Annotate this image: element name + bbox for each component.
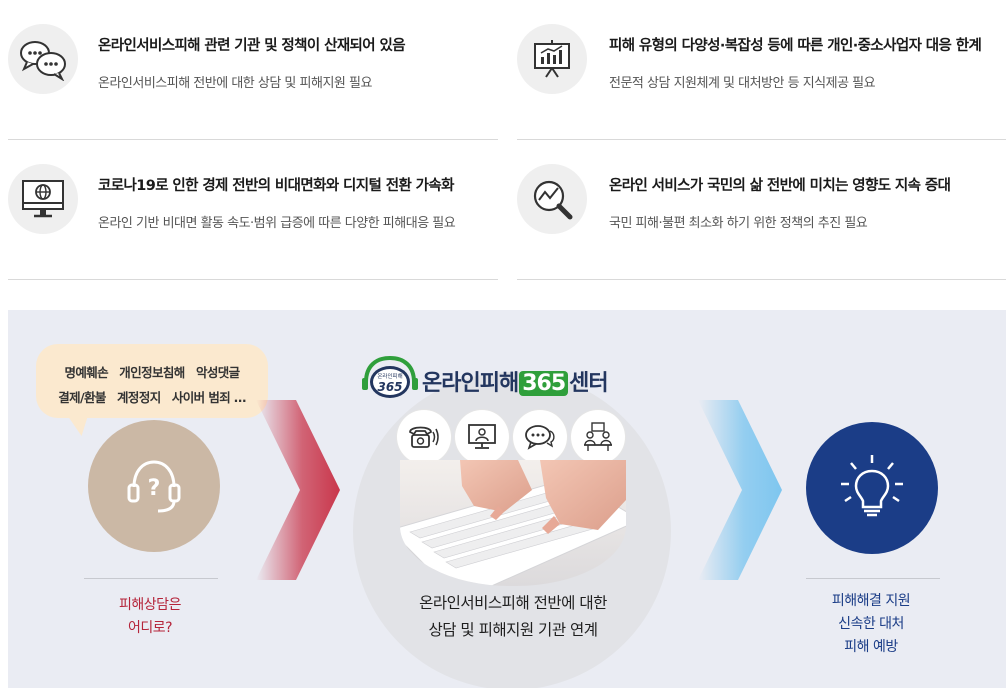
logo-name-post: 센터 bbox=[569, 371, 608, 396]
logo-badge-icon: 온라인피해 365 bbox=[362, 355, 418, 398]
caption-line: 피해상담은 bbox=[119, 597, 181, 613]
issue-card: 코로나19로 인한 경제 전반의 비대면화와 디지털 전환 가속화 온라인 기반… bbox=[8, 152, 498, 280]
monitor-globe-icon bbox=[8, 164, 78, 234]
logo-badge-small-text: 온라인피해 bbox=[377, 372, 402, 380]
issue-card: 온라인서비스피해 관련 기관 및 정책이 산재되어 있음 온라인서비스피해 전반… bbox=[8, 12, 498, 140]
bubble-tail bbox=[66, 414, 96, 436]
damage-types-line: 결제/환불 계정정지 사이버 범죄 … bbox=[58, 390, 246, 405]
damage-types-bubble: 명예훼손 개인정보침해 악성댓글 결제/환불 계정정지 사이버 범죄 … bbox=[36, 344, 268, 436]
magnifier-chart-icon bbox=[517, 164, 587, 234]
video-call-monitor-icon bbox=[455, 410, 509, 464]
svg-text:?: ? bbox=[148, 476, 161, 501]
issue-description: 국민 피해·불편 최소화 하기 위한 정책의 추진 필요 bbox=[609, 216, 868, 231]
divider bbox=[806, 578, 940, 579]
chat-message-icon bbox=[513, 410, 567, 464]
caption-line: 온라인서비스피해 전반에 대한 bbox=[419, 594, 607, 612]
presentation-chart-icon bbox=[517, 24, 587, 94]
headset-question-icon: ? bbox=[88, 420, 220, 552]
left-caption: 피해상담은 어디로? bbox=[80, 594, 220, 640]
issue-description: 온라인서비스피해 전반에 대한 상담 및 피해지원 필요 bbox=[98, 76, 372, 91]
caption-line: 신속한 대처 bbox=[838, 616, 904, 632]
caption-line: 피해 예방 bbox=[844, 639, 898, 655]
issue-card: 온라인 서비스가 국민의 삶 전반에 미치는 영향도 지속 증대 국민 피해·불… bbox=[517, 152, 1006, 280]
chat-bubbles-icon bbox=[8, 24, 78, 94]
right-caption: 피해해결 지원 신속한 대처 피해 예방 bbox=[788, 590, 954, 659]
meeting-people-icon bbox=[571, 410, 625, 464]
logo-badge-number: 365 bbox=[377, 380, 402, 394]
caption-line: 피해해결 지원 bbox=[831, 593, 911, 609]
service-flow-panel: 명예훼손 개인정보침해 악성댓글 결제/환불 계정정지 사이버 범죄 … ? 피… bbox=[8, 310, 1006, 688]
divider bbox=[84, 578, 218, 579]
damage-types-line: 명예훼손 개인정보침해 악성댓글 bbox=[64, 365, 240, 380]
lightbulb-icon bbox=[806, 422, 938, 554]
caption-line: 상담 및 피해지원 기관 연계 bbox=[428, 621, 598, 639]
blue-chevron-arrow-icon bbox=[698, 400, 782, 580]
caption-line: 어디로? bbox=[127, 620, 173, 636]
issue-title: 코로나19로 인한 경제 전반의 비대면화와 디지털 전환 가속화 bbox=[98, 178, 454, 194]
issue-title: 피해 유형의 다양성·복잡성 등에 따른 개인·중소사업자 대응 한계 bbox=[609, 38, 982, 54]
logo-name-pre: 온라인피해 bbox=[422, 371, 519, 396]
keyboard-typing-illustration bbox=[400, 460, 626, 586]
issue-title: 온라인서비스피해 관련 기관 및 정책이 산재되어 있음 bbox=[98, 38, 406, 54]
issue-description: 온라인 기반 비대면 활동 속도·범위 급증에 따른 다양한 피해대응 필요 bbox=[98, 216, 456, 231]
red-chevron-arrow-icon bbox=[256, 400, 340, 580]
telephone-icon bbox=[397, 410, 451, 464]
issue-title: 온라인 서비스가 국민의 삶 전반에 미치는 영향도 지속 증대 bbox=[609, 178, 951, 194]
issue-description: 전문적 상담 지원체계 및 대처방안 등 지식제공 필요 bbox=[609, 76, 876, 91]
center-caption: 온라인서비스피해 전반에 대한 상담 및 피해지원 기관 연계 bbox=[348, 590, 678, 644]
issue-card: 피해 유형의 다양성·복잡성 등에 따른 개인·중소사업자 대응 한계 전문적 … bbox=[517, 12, 1006, 140]
logo-number: 365 bbox=[519, 371, 569, 396]
